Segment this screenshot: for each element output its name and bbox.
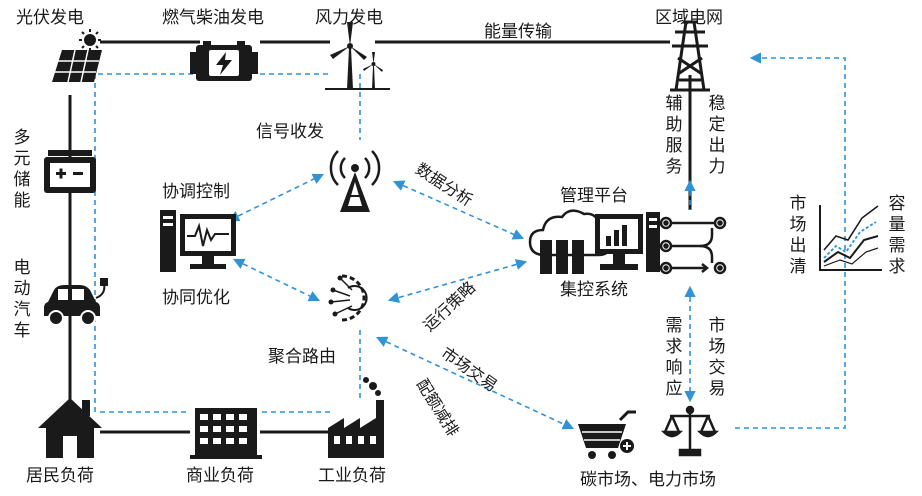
grid-label: 区域电网	[655, 8, 723, 28]
market-clearing-label: 市场出清	[789, 194, 807, 277]
energy-lines	[68, 40, 692, 434]
aux-service-label: 辅助服务	[665, 94, 683, 177]
market-grid-loop	[735, 52, 846, 429]
battery-icon	[44, 150, 96, 193]
demand-response-label: 需求响应	[665, 316, 683, 399]
factory-icon	[328, 377, 384, 458]
aggregation-label: 聚合路由	[268, 347, 336, 367]
platform-top-label: 管理平台	[560, 186, 628, 206]
industrial-label: 工业负荷	[318, 466, 386, 486]
signal-label: 信号收发	[256, 122, 324, 142]
pv-label: 光伏发电	[16, 8, 84, 28]
diesel-label: 燃气柴油发电	[162, 8, 264, 28]
platform-bottom-label: 集控系统	[560, 280, 628, 300]
capacity-demand-label: 容量需求	[888, 194, 906, 277]
energy-transfer-label: 能量传输	[484, 22, 552, 42]
control-signal-arrow	[227, 173, 325, 222]
commercial-building-icon	[190, 408, 262, 459]
electric-car-icon	[44, 278, 108, 326]
trend-chart-icon	[819, 205, 882, 271]
flow-switch-icon	[659, 216, 727, 275]
house-icon	[38, 398, 102, 458]
shopping-cart-icon	[578, 410, 636, 459]
balance-scale-icon	[660, 405, 720, 457]
markets-label: 碳市场、电力市场	[580, 470, 716, 490]
aggregation-router-icon	[328, 274, 368, 322]
storage-label: 多元储能	[13, 128, 31, 211]
wind-label: 风力发电	[315, 8, 383, 28]
generator-icon	[190, 41, 258, 81]
coord-control-label: 协调控制	[162, 182, 230, 202]
residential-label: 居民负荷	[26, 466, 94, 486]
power-tower-icon	[670, 20, 710, 92]
management-platform-icon	[528, 209, 660, 274]
signal-tower-icon	[329, 150, 381, 212]
commercial-label: 商业负荷	[186, 466, 254, 486]
stable-output-label: 稳定出力	[708, 94, 726, 177]
control-agg-arrow	[232, 258, 321, 302]
control-monitor-icon	[160, 210, 236, 272]
wind-turbine-icon	[325, 22, 390, 90]
ev-label: 电动汽车	[13, 258, 31, 341]
solar-panel-icon	[52, 29, 102, 83]
coop-opt-label: 协同优化	[162, 288, 230, 308]
market-trade-label: 市场交易	[708, 316, 726, 399]
info-lines	[94, 52, 846, 430]
